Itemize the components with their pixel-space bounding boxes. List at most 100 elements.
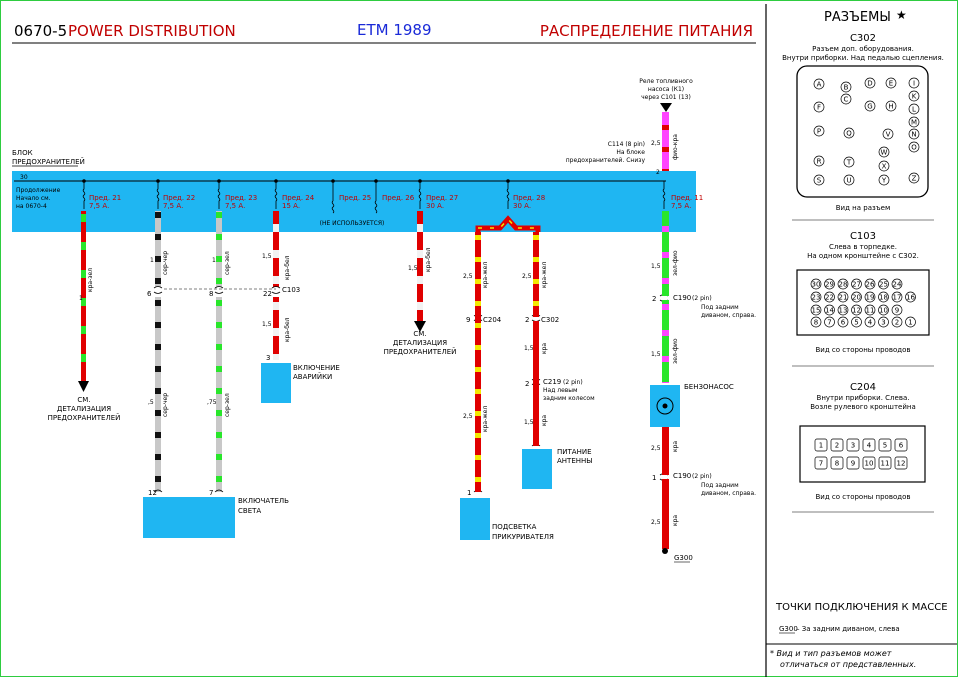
sidebar-title: РАЗЪЕМЫ [824,10,891,25]
svg-text:1: 1 [212,257,216,264]
svg-text:зел-фио: зел-фио [672,250,679,276]
svg-text:1,5: 1,5 [262,253,272,260]
c103-pin-27-label: 27 [852,280,861,288]
c103-pin-16-label: 16 [906,293,915,301]
c103-face [796,269,930,336]
antenna-label: ПИТАНИЕ [557,448,592,456]
c204-pin-10-label: 10 [865,459,874,467]
c302-pin-e [885,77,897,89]
c103-pin-21-label: 21 [839,293,848,301]
c302-pin-d [864,77,876,89]
wire-pump-ground-a [662,427,669,475]
c302-pin-i-label: I [913,79,915,87]
svg-text:(2 pin): (2 pin) [563,379,583,386]
c204-pin-8 [830,456,844,470]
svg-text:1: 1 [150,257,154,264]
c103-pin-20-label: 20 [852,293,861,301]
c103-pin-11 [864,304,876,316]
svg-text:Начало см.: Начало см. [16,195,51,202]
c103-pin-4-label: 4 [868,318,873,326]
bus-wire-label: 30 [20,174,28,181]
header: 0670-5 POWER DISTRIBUTION ETM 1989 РАСПР… [12,21,756,44]
c204-pin-5 [878,438,892,452]
c103-pin-21 [837,291,849,303]
source-label: ETM 1989 [357,21,432,39]
svg-text:– За задним диваном, слева: – За задним диваном, слева [796,625,900,633]
c103-pin-18-label: 18 [879,293,888,301]
c204-pin-4 [862,438,876,452]
svg-text:На одном кронштейне с C302.: На одном кронштейне с C302. [807,252,919,260]
c103-pin-3 [878,316,889,328]
svg-text:диваном, справа.: диваном, справа. [701,312,756,319]
c204-face [799,425,926,483]
c302-pin-s-label: S [817,176,822,184]
c302-pin-t [843,156,855,168]
c302-face [796,65,929,198]
c204-pin-4-label: 4 [867,441,872,449]
svg-text:сер-зел: сер-зел [224,251,231,275]
c204-pin-12-label: 12 [897,459,906,467]
c302-pin-v-label: V [886,130,891,138]
fuse-25: Пред. 25 [339,194,371,202]
svg-text:2: 2 [656,169,660,176]
c103-pin-17 [891,291,903,303]
c103-pin-14 [824,304,835,316]
c103-pin-22 [824,291,835,303]
c302-pin-x [878,160,890,172]
c302-pin-e-label: E [889,79,893,87]
light-switch [143,497,235,538]
c302-pin-u [843,174,855,186]
wire-fuse24-a [273,211,279,287]
c302-pin-q [843,127,855,139]
c302-pin-z [908,172,920,184]
svg-text:2: 2 [652,295,656,303]
c103-pin-25 [878,278,889,290]
svg-text:Разъем доп. оборудования.: Разъем доп. оборудования. [812,45,914,53]
c103-pin-15-label: 15 [812,306,821,314]
wire-fuse23-b [216,297,222,492]
ground-points-code: G300 [779,625,798,633]
motor-icon [656,397,674,415]
c302-pin-l-label: L [912,105,916,113]
c103-pin-8 [810,316,822,328]
svg-text:АНТЕННЫ: АНТЕННЫ [557,457,592,465]
svg-text:АВАРИЙКИ: АВАРИЙКИ [293,372,332,381]
svg-text:На блоке: На блоке [616,149,645,156]
svg-text:(2 pin): (2 pin) [692,473,712,480]
c302-pin-r-label: R [817,157,822,165]
c103-pin-19 [864,291,876,303]
svg-text:(2 pin): (2 pin) [692,295,712,302]
c302-pin-w-label: W [881,148,888,156]
c204-pin-9 [846,456,860,470]
c103-pin-12-label: 12 [852,306,861,314]
svg-text:СВЕТА: СВЕТА [238,507,261,515]
svg-text:отличаться от представленных.: отличаться от представленных. [780,660,916,669]
svg-text:1,5: 1,5 [408,265,418,272]
c302-pin-a-label: A [817,80,822,88]
ref-fuse-detail-2: СМ. [413,330,426,338]
c302-pin-x-label: X [882,162,887,170]
c302-pin-n-label: N [911,130,916,138]
c204-pin-8-label: 8 [835,459,839,467]
c103-pin-6 [837,316,849,328]
c302-pin-h-label: H [888,102,893,110]
c204-pin-1 [814,438,828,452]
svg-text:кра-жел: кра-жел [482,406,489,432]
c302-pin-i [908,77,920,89]
svg-text:30 А.: 30 А. [513,202,531,210]
c204-pin-5-label: 5 [883,441,887,449]
connectors-sidebar: РАЗЪЕМЫ ★ C302 Разъем доп. оборудования.… [766,8,957,669]
c103-pin-2 [891,316,903,328]
c302-pin-f [813,101,825,113]
c302-pin-v [882,128,894,140]
svg-text:сер-чер: сер-чер [162,393,169,417]
c204-title: C204 [850,382,876,393]
c103-label: C103 [282,286,300,294]
svg-text:1,5: 1,5 [651,263,661,270]
svg-text:сер-чер: сер-чер [162,251,169,275]
svg-text:на 0670-4: на 0670-4 [16,203,47,210]
fuse-block-label-2: ПРЕДОХРАНИТЕЛЕЙ [12,157,85,166]
wire-fuse27 [417,211,423,321]
